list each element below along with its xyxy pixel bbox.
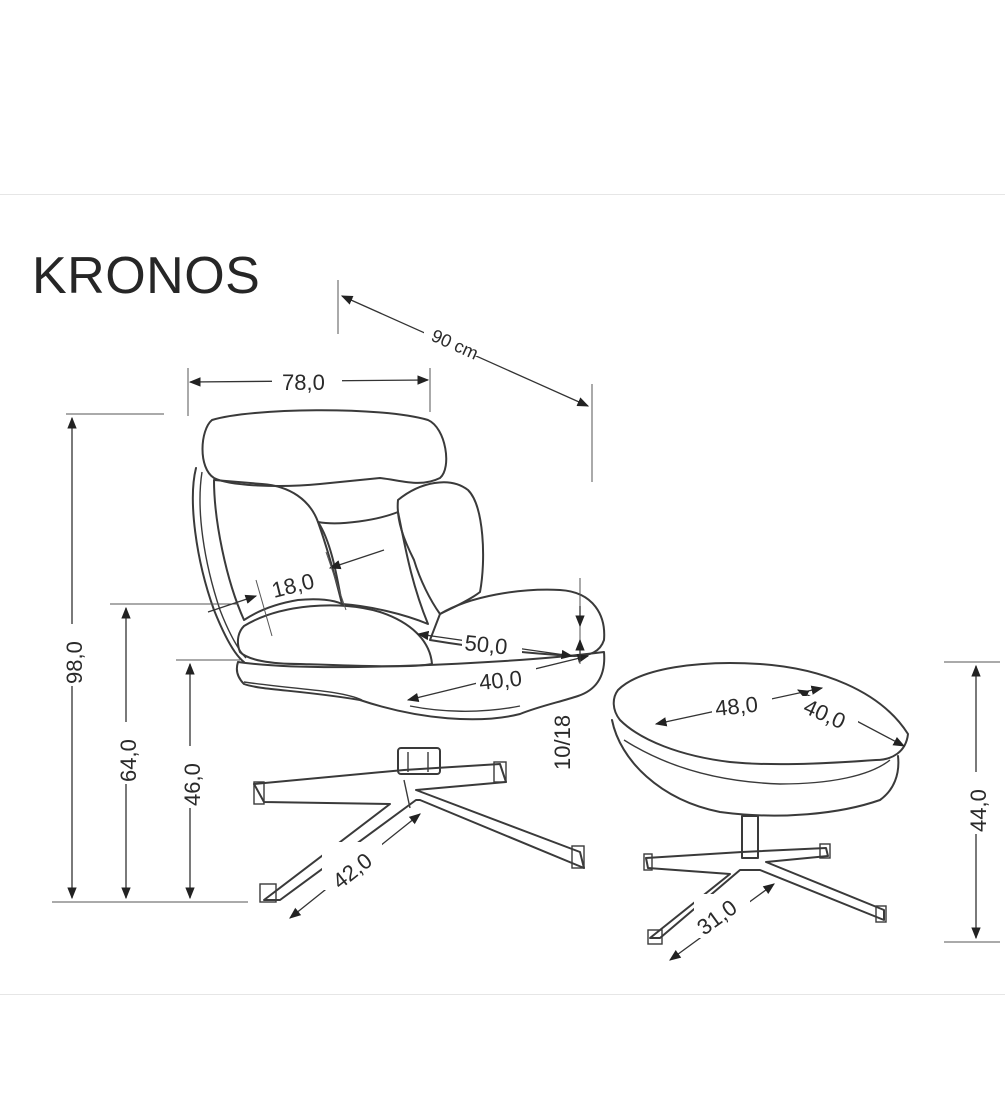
chair-back-shell	[191, 467, 245, 663]
dim-seat-50: 50,0	[416, 630, 574, 659]
dim-adjust-label: 10/18	[550, 715, 575, 770]
dim-ottoman-base-31: 31,0	[669, 883, 775, 961]
dim-ottoman-height-label: 44,0	[966, 789, 991, 832]
ottoman-shell	[611, 719, 900, 817]
dim-height-98: 98,0	[52, 413, 248, 903]
dim-width-78: 78,0	[187, 366, 431, 416]
dim-seat-40: 40,0	[406, 653, 590, 703]
ottoman-cushion	[612, 662, 909, 766]
bottom-divider	[0, 994, 1005, 995]
chair-headrest	[201, 409, 448, 487]
dim-seat-width-label: 50,0	[463, 630, 508, 659]
ottoman-stem	[741, 815, 759, 859]
ottoman-base	[645, 847, 885, 939]
dim-armrest-height-label: 64,0	[116, 739, 141, 782]
dim-ottoman-width-label: 48,0	[714, 692, 759, 721]
armchair-drawing	[191, 409, 606, 903]
ottoman-drawing	[611, 662, 909, 945]
dim-total-height-label: 98,0	[62, 641, 87, 684]
dim-adjust-10-18: 10/18	[550, 578, 585, 770]
chair-swivel	[397, 747, 441, 775]
chair-shell	[235, 651, 606, 721]
dim-width-label: 78,0	[282, 370, 325, 395]
dim-ottoman-40: 40,0	[796, 689, 906, 747]
dim-height-64: 64,0	[110, 603, 238, 900]
chair-back-cushion-right	[396, 481, 485, 615]
dim-seat-height-label: 46,0	[180, 763, 205, 806]
dim-height-46: 46,0	[176, 659, 240, 900]
dim-backrest-label: 18,0	[269, 568, 317, 603]
dim-ottoman-height-44: 44,0	[944, 661, 1000, 943]
top-divider	[0, 194, 1005, 195]
chair-back-cushion-left	[213, 479, 343, 621]
dim-seat-depth-label: 40,0	[478, 666, 523, 695]
dim-ottoman-48: 48,0	[654, 685, 824, 727]
product-title: KRONOS	[32, 247, 261, 305]
dim-base-42: 42,0	[289, 813, 421, 919]
chair-base	[253, 763, 585, 901]
